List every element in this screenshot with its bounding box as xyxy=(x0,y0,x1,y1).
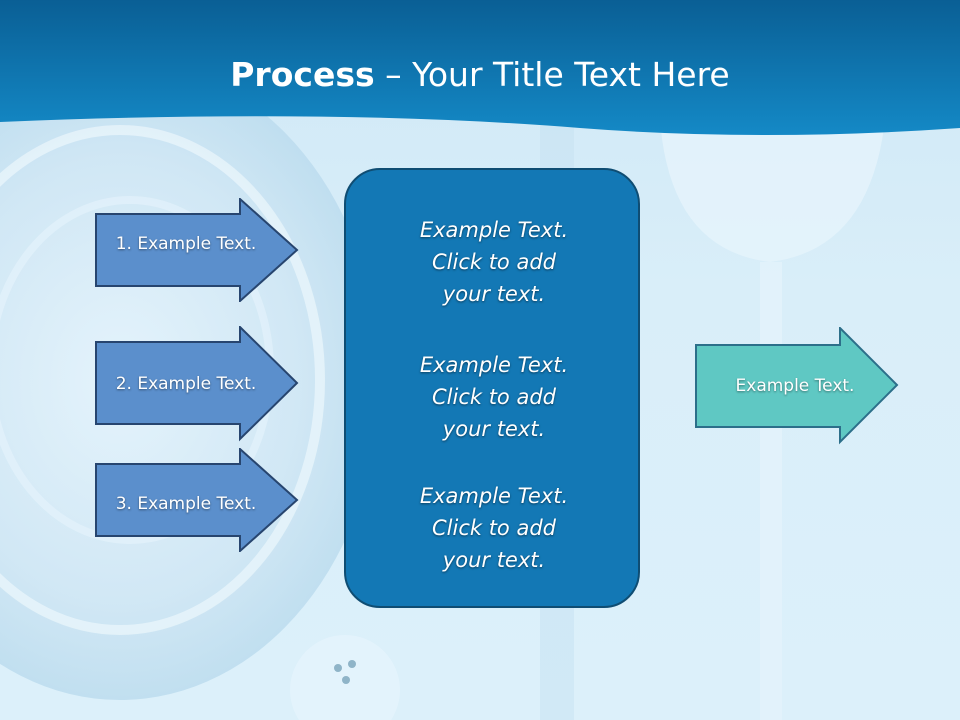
center-text-block-3[interactable]: Example Text. Click to add your text. xyxy=(346,480,642,576)
center-text-line: Click to add xyxy=(431,385,556,409)
center-text-block-2[interactable]: Example Text. Click to add your text. xyxy=(346,349,642,445)
shaker-hole xyxy=(334,664,342,672)
center-text-box[interactable]: Example Text. Click to add your text. Ex… xyxy=(344,168,640,608)
center-text-line: your text. xyxy=(442,417,546,441)
title-bold: Process xyxy=(230,55,375,94)
center-text-line: your text. xyxy=(442,548,546,572)
arrow-label: Example Text. xyxy=(735,376,855,396)
slide-title: Process – Your Title Text Here xyxy=(0,52,960,98)
plate-rim xyxy=(0,125,325,635)
header-band xyxy=(0,0,960,135)
center-text-line: Click to add xyxy=(431,516,556,540)
center-text-line: Example Text. xyxy=(419,484,569,508)
arrow-label: 1. Example Text. xyxy=(115,234,257,254)
left-arrow-2[interactable]: 2. Example Text. xyxy=(95,326,300,442)
center-text-line: Click to add xyxy=(431,250,556,274)
shaker-hole xyxy=(348,660,356,668)
center-text-line: Example Text. xyxy=(419,353,569,377)
center-text-line: your text. xyxy=(442,282,546,306)
arrow-label: 2. Example Text. xyxy=(115,374,257,394)
shaker-hole xyxy=(342,676,350,684)
arrow-shape xyxy=(95,448,299,552)
glass-bowl xyxy=(660,120,885,262)
left-arrow-1[interactable]: 1. Example Text. xyxy=(95,198,300,302)
center-text-block-1[interactable]: Example Text. Click to add your text. xyxy=(346,214,642,310)
right-arrow[interactable]: Example Text. xyxy=(695,327,900,445)
center-text-line: Example Text. xyxy=(419,218,569,242)
arrow-shape xyxy=(95,198,299,302)
title-rest: – Your Title Text Here xyxy=(374,55,730,94)
arrow-label: 3. Example Text. xyxy=(115,494,257,514)
arrow-shape xyxy=(95,326,299,442)
arrow-shape xyxy=(695,327,899,445)
left-arrow-3[interactable]: 3. Example Text. xyxy=(95,448,300,552)
